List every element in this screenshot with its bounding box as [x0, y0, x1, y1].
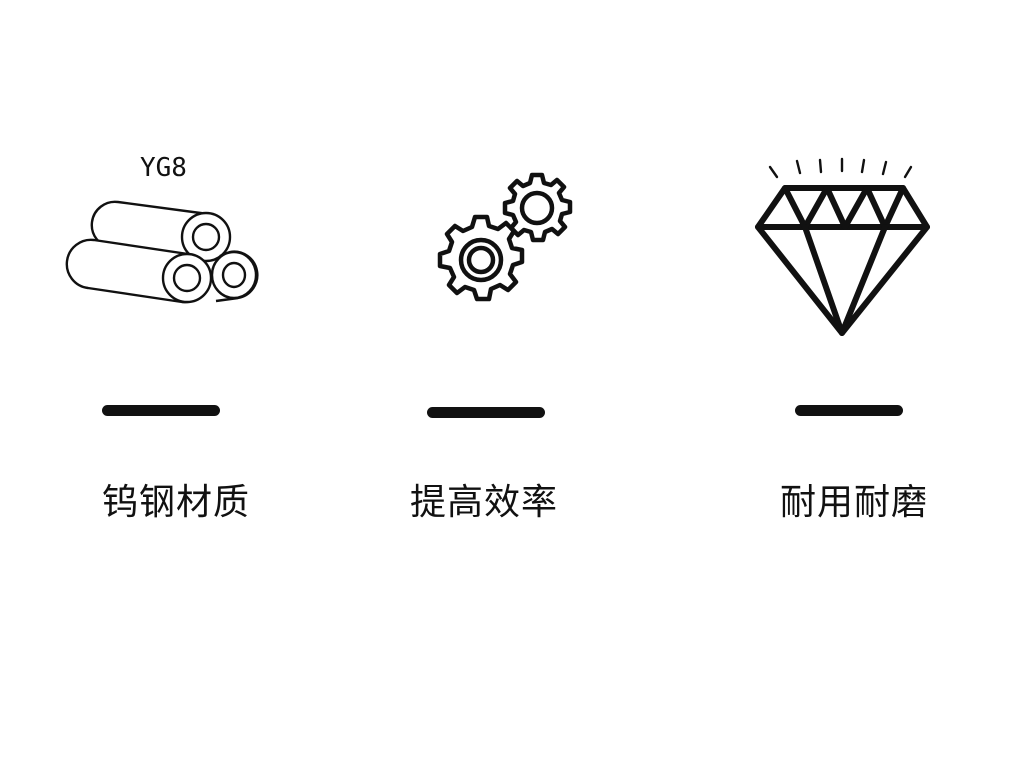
gears-icon	[437, 172, 573, 302]
feature-durable: 耐用耐磨	[700, 0, 1000, 768]
divider-bar	[795, 405, 903, 416]
feature-efficiency: 提高效率	[330, 0, 630, 768]
feature-label: 钨钢材质	[102, 482, 251, 523]
grade-label: YG8	[140, 153, 187, 183]
diamond-icon	[755, 157, 930, 336]
feature-label: 提高效率	[410, 482, 559, 523]
tungsten-rods-icon: YG8	[65, 153, 259, 304]
divider-bar	[427, 407, 545, 418]
divider-bar	[102, 405, 220, 416]
feature-label: 耐用耐磨	[780, 482, 929, 523]
feature-tungsten-steel: YG8 钨钢材质	[0, 0, 300, 768]
